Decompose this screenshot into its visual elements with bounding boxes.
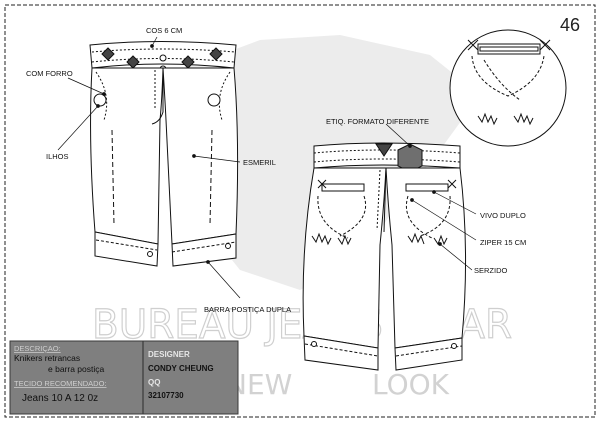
serzido-mark [311,232,352,246]
front-cuff-left [94,231,159,267]
serzido-mark [513,112,534,126]
qq-value: 32107730 [148,391,184,400]
front-cuff-right [171,233,237,267]
serzido-mark [407,232,448,246]
designer-name: CONDY CHEUNG [148,364,214,373]
label-cos: COS 6 CM [146,26,182,35]
back-welt-right [405,183,449,192]
button [159,54,167,62]
etiq-patch [397,143,423,173]
label-esmeril: ESMERIL [243,158,276,167]
label-vivo: VIVO DUPLO [480,211,526,220]
qq-label: QQ [148,378,160,387]
stud [126,55,140,69]
descricao-label: DESCRIÇAO: [14,344,61,353]
back-welt-left [321,183,365,192]
ilhos-eyelet [207,93,221,107]
label-etiq: ETIQ. FORMATO DIFERENTE [326,117,429,126]
tecido-label: TECIDO RECOMENDADO: [14,379,107,388]
front-leg-right [162,67,239,245]
page-number: 46 [560,15,580,35]
watermark-look: LOOK [372,368,450,401]
front-view [89,41,239,267]
label-ilhos: ILHOS [46,152,69,161]
detail-circle [449,29,567,147]
stud [181,55,195,69]
stud [101,47,115,61]
ilhos-eyelet [93,93,107,107]
info-box: DESCRIÇAO: Knikers retrancas e barra pos… [9,340,239,415]
back-leg-left [302,167,387,349]
serzido-mark [477,112,498,126]
sheet-border [4,4,596,418]
back-cuff-right [394,337,463,371]
info-box-background [9,340,239,415]
label-ziper: ZIPER 15 CM [480,238,526,247]
back-view [302,142,467,371]
label-com-forro: COM FORRO [26,69,73,78]
designer-label: DESIGNER [148,350,190,359]
descricao-line1: Knikers retrancas [14,353,80,363]
tecido-value: Jeans 10 A 12 0z [22,393,98,404]
descricao-line2: e barra postiça [48,364,104,374]
stud [209,47,223,61]
callout-leaders [57,36,477,299]
back-leg-right [385,167,467,349]
label-serzido: SERZIDO [474,266,508,275]
back-cuff-left [303,335,379,371]
label-barra: BARRA POSTIÇA DUPLA [204,305,291,314]
